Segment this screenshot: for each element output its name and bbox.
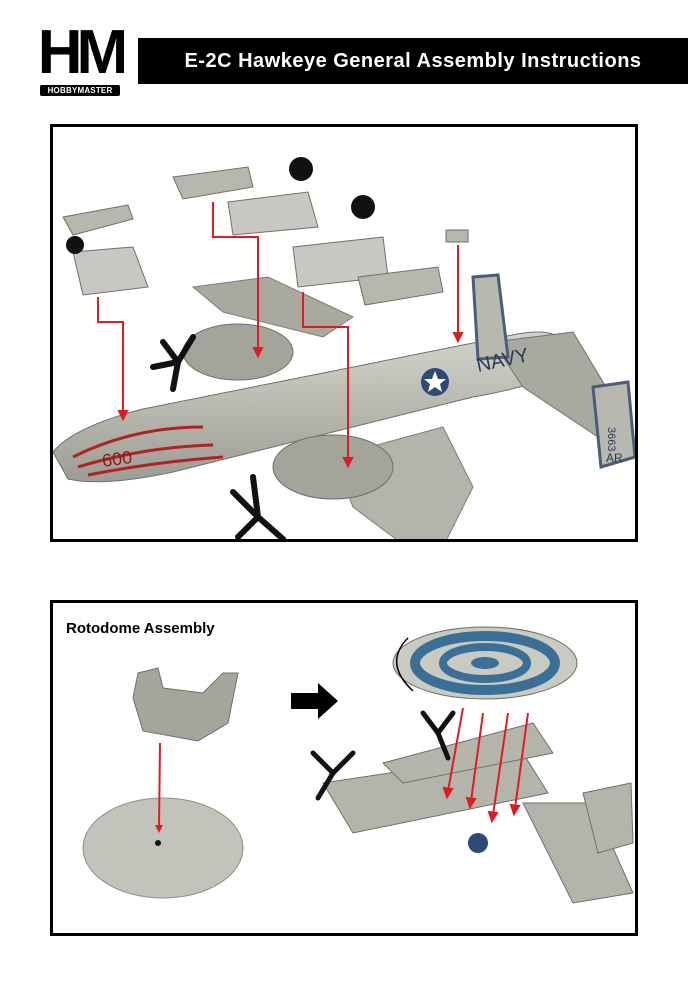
rotodome-pylon (132, 667, 239, 742)
part-nose-gear-bay (66, 236, 149, 296)
base-hole (155, 840, 161, 846)
rotodome-arrows (442, 707, 529, 824)
assembly-arrows (97, 202, 464, 469)
tail-number: 3663 (605, 427, 617, 451)
nose-decoration (72, 425, 224, 477)
rotodome-heading: Rotodome Assembly (66, 620, 215, 637)
propeller-lower (230, 474, 286, 539)
engine-upper (182, 323, 294, 381)
rotodome-propellers (310, 710, 456, 801)
part-main-gear-door-right (357, 266, 444, 306)
direction-arrow (291, 683, 338, 719)
rotodome-panel (50, 600, 638, 936)
base-arrow (158, 742, 161, 829)
vertical-fin-right (591, 380, 635, 469)
page-title: E-2C Hawkeye General Assembly Instructio… (184, 50, 642, 72)
nose-number: 600 (101, 447, 134, 471)
part-nose-gear-door (62, 204, 134, 236)
logo-subtitle: HOBBYMASTER (40, 85, 120, 96)
vertical-fin-left (471, 273, 510, 361)
roundel-star (424, 371, 446, 392)
part-main-gear-bay-right (292, 195, 389, 288)
hobbymaster-logo: HM HOBBYMASTER (34, 18, 128, 98)
rotodome-illustration (82, 626, 634, 904)
tail-code: AR (606, 451, 623, 465)
rotation-arrow (395, 637, 414, 692)
nose-wheel (66, 236, 84, 254)
title-bar: E-2C Hawkeye General Assembly Instructio… (138, 38, 688, 84)
rotodome-disk (392, 626, 578, 700)
part-main-gear-door-left (172, 166, 254, 200)
aircraft-exploded-illustration: NAVY 3663 AR 600 (53, 157, 635, 539)
rotodome-roundel (468, 833, 488, 853)
propeller-upper (150, 334, 196, 392)
part-main-gear-bay-left (227, 157, 319, 236)
main-wheel-right (351, 195, 375, 219)
main-wheel-left (289, 157, 313, 181)
rotodome-aircraft (322, 722, 634, 904)
part-antenna (445, 229, 469, 243)
rotodome-base (82, 797, 244, 899)
logo-letters: HM (37, 18, 128, 87)
general-assembly-panel: NAVY 3663 AR 600 (50, 124, 638, 542)
engine-lower (272, 434, 394, 500)
